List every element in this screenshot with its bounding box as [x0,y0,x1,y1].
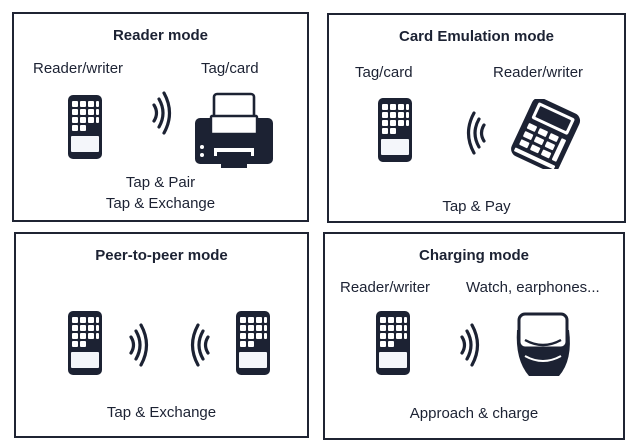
nfc-waves-icon [458,322,482,368]
nfc-waves-icon [188,322,212,368]
smartphone-icon [377,97,413,163]
caption: Approach & charge [409,405,539,422]
reader-writer-label: Reader/writer [33,60,124,77]
printer-icon [195,92,273,168]
panel-title: Card Emulation mode [398,28,555,45]
reader-writer-label: Reader/writer [340,279,431,296]
caption: Tap & Exchange [106,404,217,421]
peer-to-peer-mode-panel: Peer-to-peer mode Tap & Exchange [14,232,309,438]
smartphone-icon [67,310,103,376]
watch-earphones-label: Watch, earphones... [466,279,600,296]
pos-terminal-icon [511,99,581,169]
panel-title: Charging mode [418,247,529,264]
caption: Tap & Pay [442,198,511,215]
smartphone-icon [67,94,103,160]
tag-card-label: Tag/card [201,60,259,77]
reader-writer-label: Reader/writer [493,64,584,81]
caption-line-2: Tap & Exchange [105,195,216,212]
smartwatch-icon [516,312,570,376]
smartphone-icon [375,310,411,376]
tag-card-label: Tag/card [355,64,413,81]
caption-line-1: Tap & Pair [125,174,196,191]
panel-title: Reader mode [112,27,209,44]
nfc-waves-icon [150,90,174,136]
nfc-waves-icon [127,322,151,368]
charging-mode-panel: Charging mode Reader/writer Watch, earph… [323,232,625,440]
nfc-waves-icon [464,110,488,156]
smartphone-icon [235,310,271,376]
card-emulation-mode-panel: Card Emulation mode Tag/card Reader/writ… [327,13,626,223]
reader-mode-panel: Reader mode Reader/writer Tag/card Tap &… [12,12,309,222]
panel-title: Peer-to-peer mode [95,247,228,264]
